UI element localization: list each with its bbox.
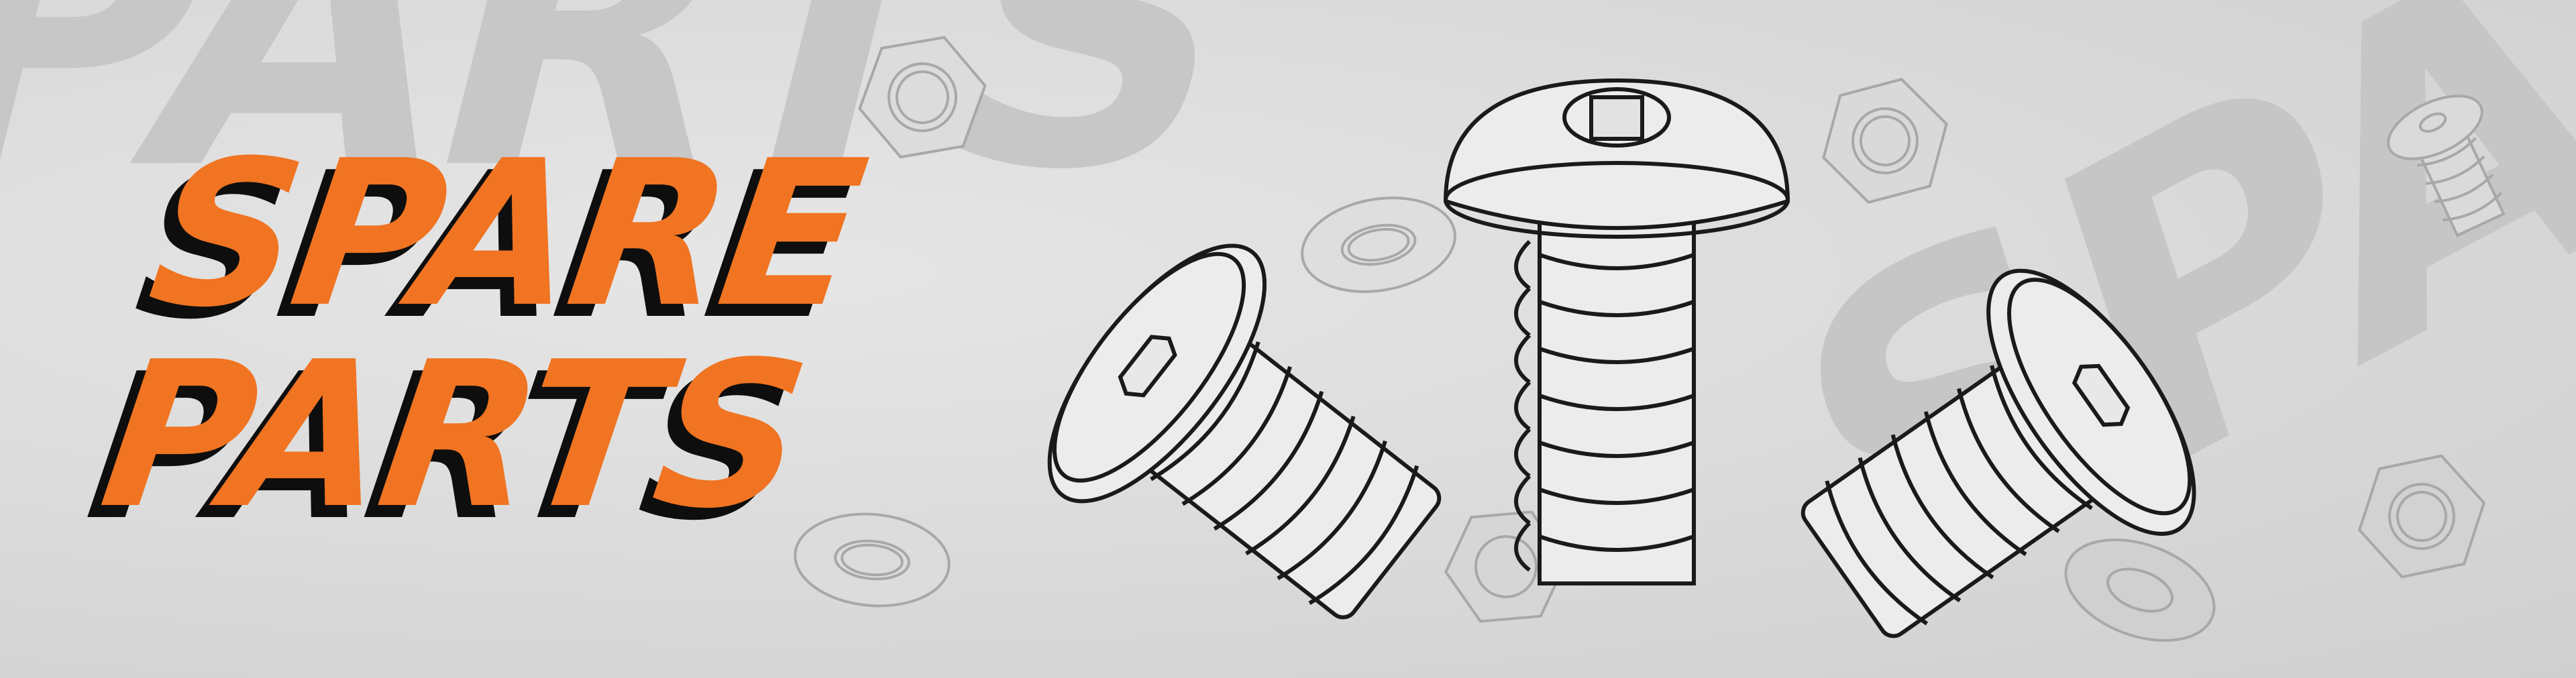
title-line-spare: SPARE [138,117,874,351]
washer-icon [1301,196,1456,293]
washer-icon [2064,538,2216,642]
washer-icon [794,512,951,608]
banner-title: SPARE PARTS [90,117,874,553]
hex-nut-icon [858,36,987,159]
hex-nut-icon [2357,454,2486,579]
button-head-screw-icon [1443,78,1790,585]
button-head-screw-icon [1047,243,1442,620]
small-screw-icon [2387,95,2506,237]
hex-nut-icon [1822,78,1948,204]
button-head-screw-icon [1801,268,2196,638]
title-line-parts: PARTS [90,319,816,553]
